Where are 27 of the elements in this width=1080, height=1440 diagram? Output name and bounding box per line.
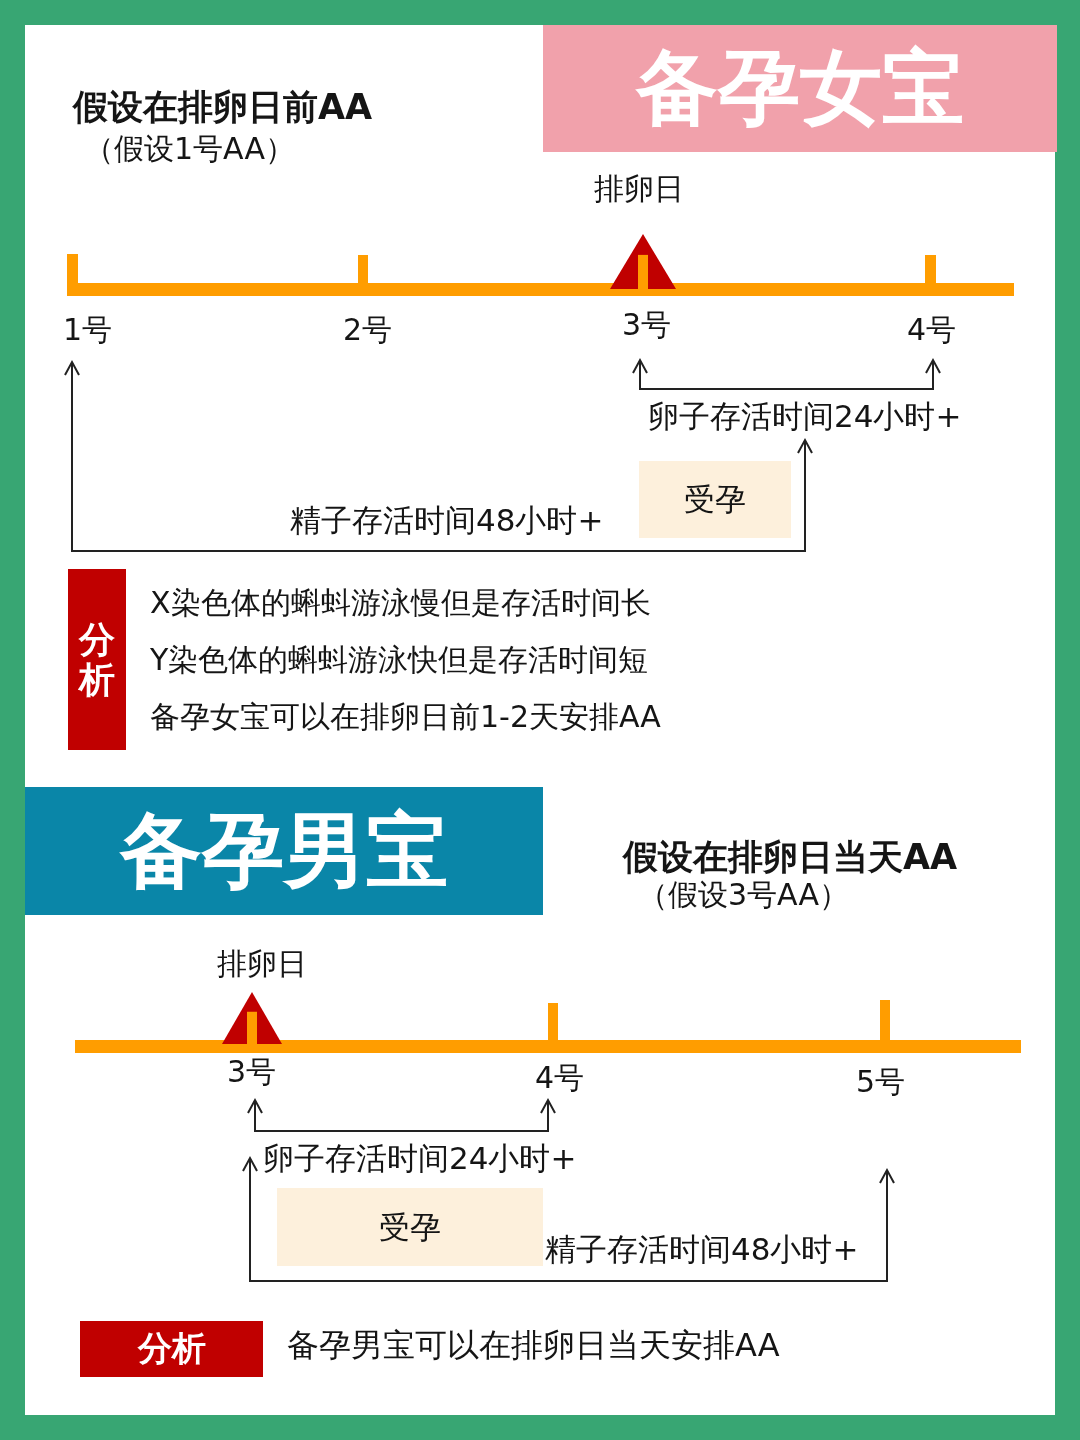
analysis-text: Y染色体的蝌蚪游泳快但是存活时间短 — [150, 643, 649, 678]
section-heading: 假设在排卵日前AA — [73, 87, 373, 128]
analysis-text: 备孕女宝可以在排卵日前1-2天安排AA — [150, 700, 661, 735]
title-banner: 备孕女宝 — [543, 25, 1057, 152]
title-banner: 备孕男宝 — [25, 787, 543, 915]
analysis-text: X染色体的蝌蚪游泳慢但是存活时间长 — [150, 586, 651, 621]
duration-label: 卵子存活时间24小时+ — [648, 399, 962, 435]
analysis-tag: 分析 — [68, 569, 126, 750]
duration-label: 卵子存活时间24小时+ — [263, 1141, 577, 1177]
ovulation-label: 排卵日 — [217, 947, 307, 982]
assumption-note: （假设1号AA） — [84, 132, 295, 167]
duration-label: 精子存活时间48小时+ — [290, 503, 604, 539]
day-label: 5号 — [856, 1065, 906, 1100]
conception-box: 受孕 — [277, 1188, 543, 1266]
analysis-text: 备孕男宝可以在排卵日当天安排AA — [287, 1327, 780, 1364]
day-label: 3号 — [227, 1055, 277, 1090]
ovulation-label: 排卵日 — [594, 172, 684, 207]
day-label: 4号 — [907, 313, 957, 348]
conception-box: 受孕 — [639, 461, 791, 538]
section-heading: 假设在排卵日当天AA — [623, 837, 958, 878]
duration-label: 精子存活时间48小时+ — [545, 1232, 859, 1268]
analysis-tag: 分析 — [80, 1321, 263, 1377]
day-label: 4号 — [535, 1061, 585, 1096]
day-label: 3号 — [622, 308, 672, 343]
assumption-note: （假设3号AA） — [638, 878, 849, 913]
day-label: 2号 — [343, 313, 393, 348]
day-label: 1号 — [63, 313, 113, 348]
